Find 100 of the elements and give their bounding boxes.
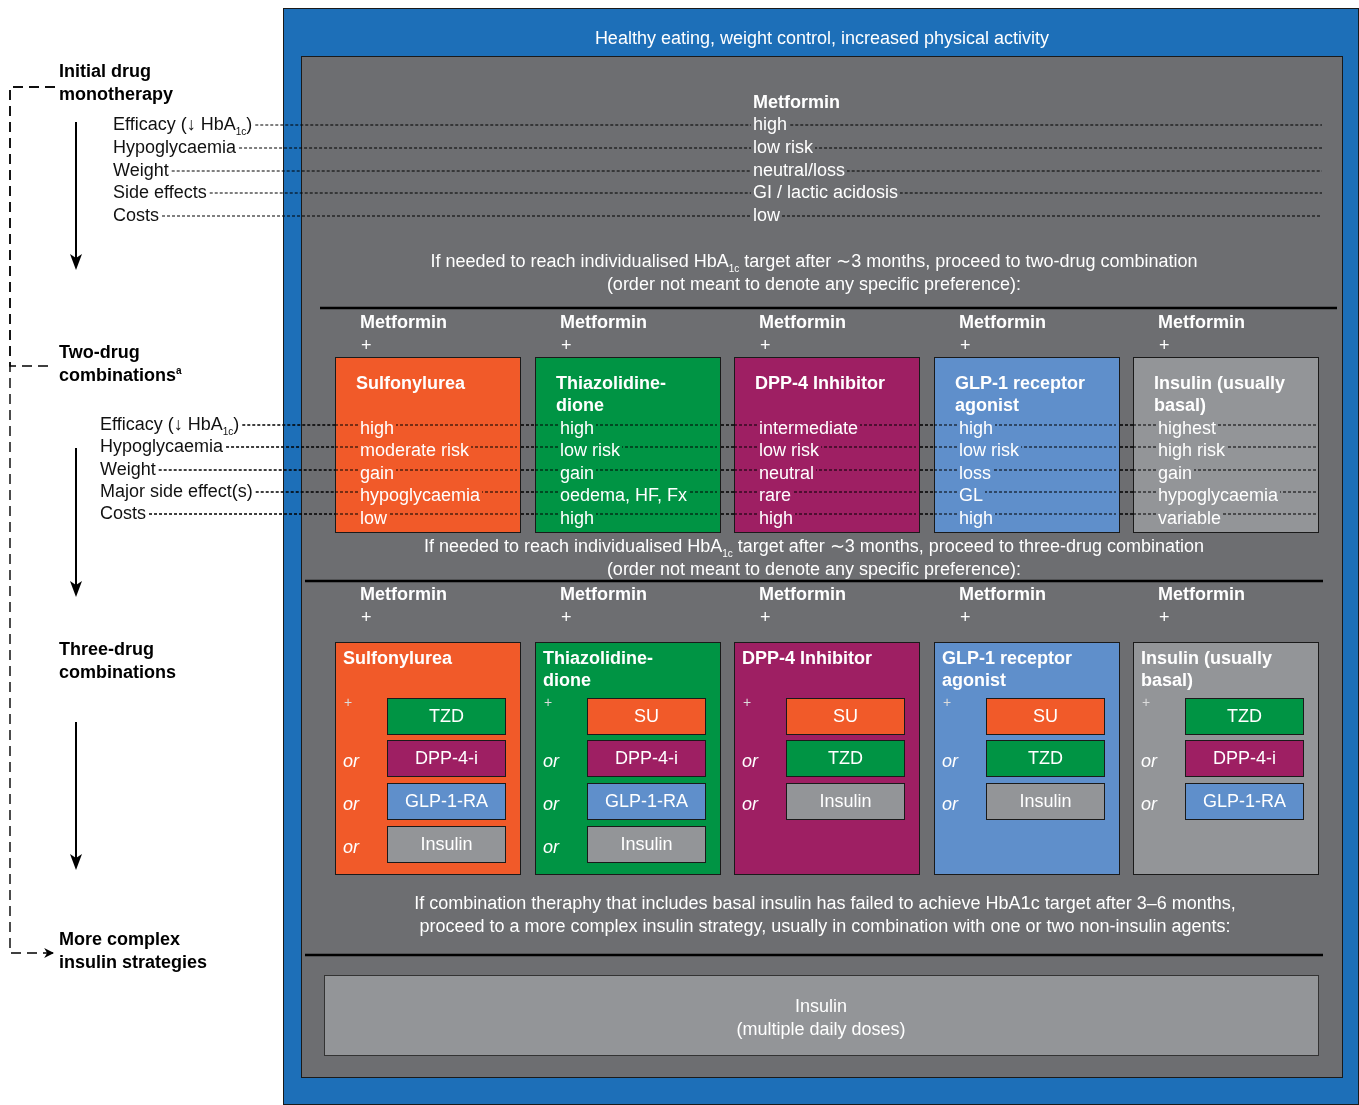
drug-option-box: GLP-1-RA [587, 783, 706, 820]
or-label: or [543, 792, 559, 815]
plus-sign: + [760, 606, 771, 628]
drug-option-box: TZD [387, 698, 506, 735]
dashed-connector [1119, 469, 1134, 471]
drug-option-box: SU [587, 698, 706, 735]
dashed-connector [225, 446, 336, 448]
plus-sign: + [943, 693, 952, 712]
dashed-connector [720, 513, 735, 515]
drug-option-box: TZD [986, 740, 1105, 777]
drug-class-box [335, 357, 521, 533]
or-label: or [942, 749, 958, 772]
dashed-connector [720, 424, 735, 426]
or-label: or [543, 835, 559, 858]
attribute-label: Hypoglycaemia [100, 435, 224, 457]
drug-option-box: Insulin [387, 826, 506, 863]
drug-option-box: Insulin [986, 783, 1105, 820]
dashed-connector [255, 491, 336, 493]
plus-sign: + [561, 606, 572, 628]
drug-name: Metformin [959, 583, 1046, 605]
plus-sign: + [344, 693, 353, 712]
step-instruction: If combination theraphy that includes basal insulin has failed to achieve HbA1c target after 3–6 months, proceed to a more complex insulin strategy, usually in combination with one or two non-insulin agents: [413, 892, 1237, 938]
drug-option-box: DPP-4-i [1185, 740, 1304, 777]
or-label: or [543, 749, 559, 772]
dashed-guide-line [209, 192, 1323, 194]
plus-sign: + [1159, 606, 1170, 628]
dashed-connector [520, 469, 536, 471]
or-label: or [1141, 749, 1157, 772]
plus-sign: + [544, 693, 553, 712]
attribute-label: Major side effect(s) [100, 480, 253, 502]
dashed-connector [919, 446, 935, 448]
drug-class-title: Insulin (usually basal) [1141, 647, 1274, 691]
stage-label: Initial drug monotherapy [59, 60, 209, 106]
attribute-label: Costs [100, 502, 146, 524]
attribute-label: Hypoglycaemia [113, 136, 237, 158]
dashed-connector [241, 424, 336, 426]
insulin-strategy-text: Insulin [794, 995, 848, 1017]
drug-name: Metformin [560, 311, 647, 333]
dashed-connector [919, 469, 935, 471]
plus-sign: + [743, 693, 752, 712]
plus-sign: + [1142, 693, 1151, 712]
plus-sign: + [1159, 334, 1170, 356]
attribute-label: Weight [113, 159, 169, 181]
stage-label: Three-drug combinations [59, 638, 209, 684]
drug-option-box: TZD [1185, 698, 1304, 735]
drug-name: Metformin [360, 311, 447, 333]
drug-class-box [1133, 357, 1319, 533]
dashed-connector [520, 446, 536, 448]
dashed-connector [1119, 491, 1134, 493]
stage-label: Two-drug combinations$^{a}$ [59, 341, 219, 387]
plus-sign: + [361, 334, 372, 356]
dashed-guide-line [171, 170, 1323, 172]
drug-option-box: SU [786, 698, 905, 735]
insulin-strategy-text: (multiple daily doses) [735, 1018, 907, 1040]
drug-class-box [1133, 642, 1319, 875]
dashed-connector [148, 513, 336, 515]
plus-sign: + [561, 334, 572, 356]
drug-class-box [535, 357, 721, 533]
or-label: or [742, 749, 758, 772]
or-label: or [343, 749, 359, 772]
or-label: or [742, 792, 758, 815]
dashed-connector [520, 513, 536, 515]
drug-option-box: DPP-4-i [587, 740, 706, 777]
drug-class-box [535, 642, 721, 875]
drug-option-box: SU [986, 698, 1105, 735]
drug-option-box: GLP-1-RA [1185, 783, 1304, 820]
dashed-connector [720, 469, 735, 471]
drug-option-box: Insulin [587, 826, 706, 863]
drug-class-title: DPP-4 Inhibitor [755, 372, 886, 394]
dashed-connector [919, 513, 935, 515]
drug-class-box [734, 357, 920, 533]
dashed-connector [520, 491, 536, 493]
drug-option-box: Insulin [786, 783, 905, 820]
plus-sign: + [960, 334, 971, 356]
drug-name: Metformin [360, 583, 447, 605]
dashed-connector [158, 469, 336, 471]
drug-option-box: GLP-1-RA [387, 783, 506, 820]
dashed-connector [1119, 424, 1134, 426]
dashed-connector [919, 424, 935, 426]
attribute-label: Side effects [113, 181, 207, 203]
drug-class-title: Sulfonylurea [343, 647, 454, 669]
stage-label: More complex insulin strategies [59, 928, 239, 974]
dashed-connector [720, 446, 735, 448]
drug-option-box: DPP-4-i [387, 740, 506, 777]
attribute-label: Weight [100, 458, 156, 480]
dashed-guide-line [254, 124, 1323, 126]
or-label: or [343, 835, 359, 858]
plus-sign: + [760, 334, 771, 356]
drug-class-box [934, 357, 1120, 533]
dashed-connector [1119, 446, 1134, 448]
attribute-label: Efficacy (↓ HbA$_{1c}$) [113, 113, 253, 135]
drug-class-title: Insulin (usually basal) [1154, 372, 1287, 416]
or-label: or [942, 792, 958, 815]
drug-name: Metformin [1158, 311, 1245, 333]
drug-class-title: Sulfonylurea [356, 372, 467, 394]
step-instruction: If needed to reach individualised HbA$_{1c}$ target after ∼3 months, proceed to three-drug combination (order not meant to denote any specific preference): [423, 535, 1205, 581]
attribute-label: Efficacy (↓ HbA$_{1c}$) [100, 413, 240, 435]
drug-name: Metformin [1158, 583, 1245, 605]
drug-name: Metformin [959, 311, 1046, 333]
dashed-guide-line [238, 147, 1323, 149]
